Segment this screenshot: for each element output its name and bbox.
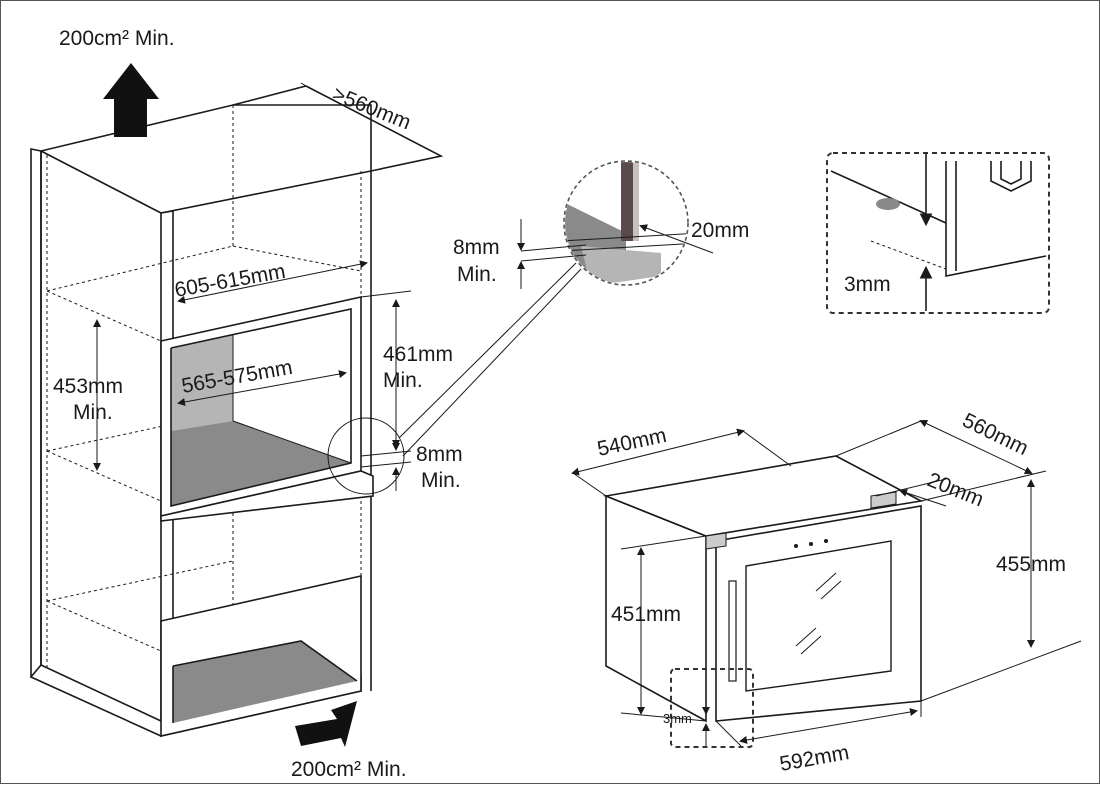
label-detail-8mm-min: Min. <box>457 263 497 286</box>
gap-detail <box>517 160 714 289</box>
appliance-glass <box>745 540 892 692</box>
label-niche-height-a: 453mm <box>53 375 123 398</box>
label-detail-20mm: 20mm <box>691 219 749 242</box>
label-app-door-offset: 20mm <box>924 468 987 511</box>
label-app-depth-top: 540mm <box>595 424 668 461</box>
foot-gap-callout-box <box>670 668 754 748</box>
label-vent-bottom: 200cm² Min. <box>291 758 407 781</box>
label-niche-height-b-min: Min. <box>383 369 423 392</box>
label-niche-height-b: 461mm <box>383 343 453 366</box>
label-app-body-height: 451mm <box>611 603 681 626</box>
label-app-width: 592mm <box>778 741 851 776</box>
door-handle <box>728 580 737 682</box>
detail-callout-circle <box>327 417 405 495</box>
cabinet-left-panel <box>30 148 42 683</box>
cabinet-drawing <box>29 63 582 747</box>
label-detail-8mm: 8mm <box>453 236 500 259</box>
foot-gap-detail-box <box>826 152 1050 314</box>
label-detail-3mm: 3mm <box>844 273 891 296</box>
foot-gap-detail <box>826 152 1050 314</box>
label-cabinet-width: 605-615mm <box>173 260 287 302</box>
label-gap-8mm: 8mm <box>416 443 463 466</box>
label-niche-height-a-min: Min. <box>73 401 113 424</box>
vent-in-arrow-icon <box>295 701 357 747</box>
label-app-depth-side: 560mm <box>959 409 1032 460</box>
cabinet-top-face <box>38 104 372 214</box>
appliance-drawing <box>571 419 1082 748</box>
label-app-foot-gap: 3mm <box>663 711 692 726</box>
label-app-total-height: 455mm <box>996 553 1066 576</box>
label-gap-8mm-min: Min. <box>421 469 461 492</box>
vent-up-arrow-icon <box>103 63 159 137</box>
label-vent-top: 200cm² Min. <box>59 27 175 50</box>
